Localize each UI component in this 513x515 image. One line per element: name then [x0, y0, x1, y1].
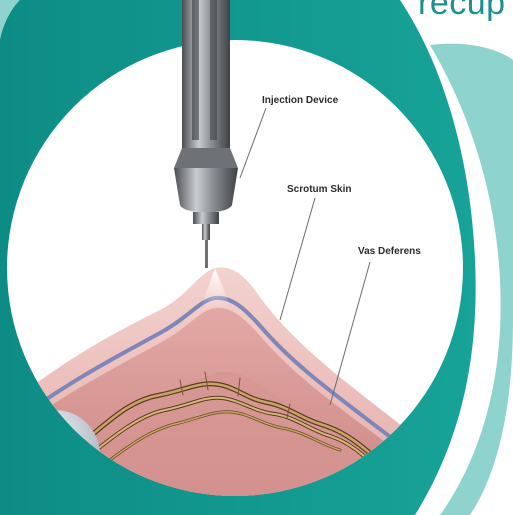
heading-fragment: recup: [418, 0, 506, 23]
label-injection-device: Injection Device: [262, 95, 338, 106]
label-vas-deferens: Vas Deferens: [358, 246, 421, 257]
label-scrotum-skin: Scrotum Skin: [287, 184, 351, 195]
